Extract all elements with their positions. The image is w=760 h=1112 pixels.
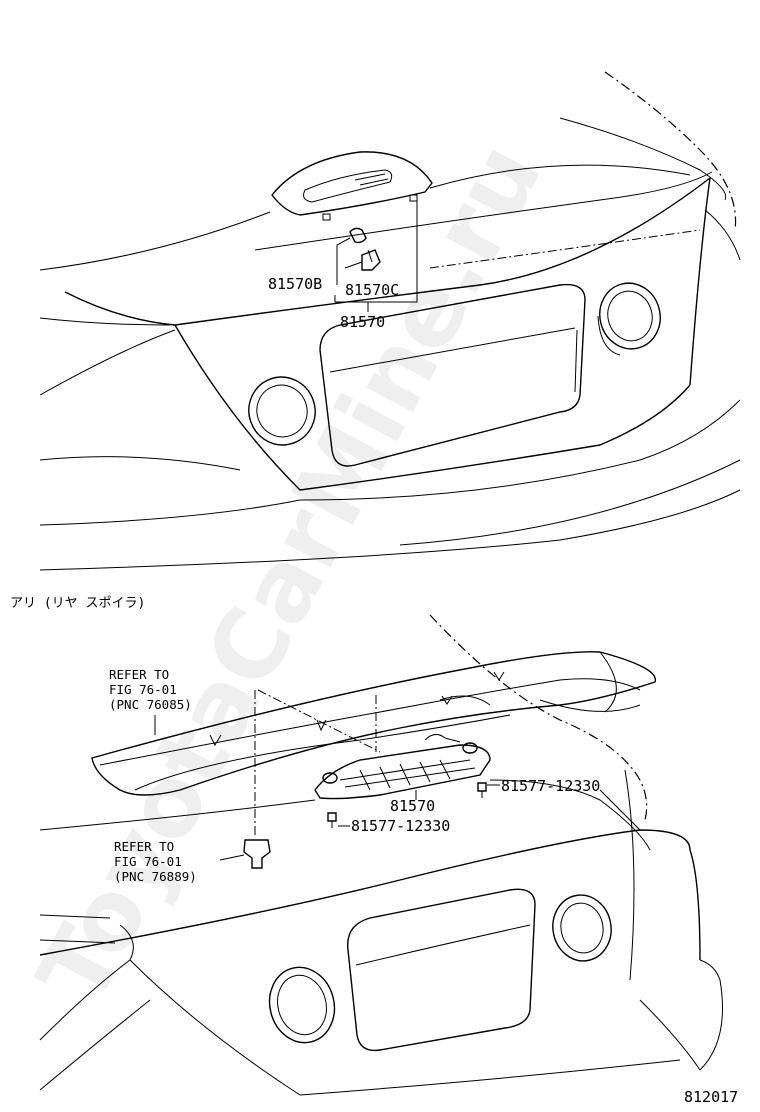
refer-note-lower: REFER TO FIG 76-01 (PNC 76889) — [114, 839, 197, 884]
refer-note-upper: REFER TO FIG 76-01 (PNC 76085) — [109, 667, 192, 712]
bottom-car-rear-view — [39, 614, 723, 1096]
watermark: ToyotaCarMine.ru — [16, 125, 563, 1020]
refer-lower-line2: FIG 76-01 — [114, 854, 182, 869]
label-screw-81577-left: 81577-12330 — [351, 817, 450, 835]
refer-upper-line3: (PNC 76085) — [109, 697, 192, 712]
label-81570b: 81570B — [268, 275, 322, 293]
refer-lower-line3: (PNC 76889) — [114, 869, 197, 884]
label-81570c: 81570C — [345, 281, 399, 299]
refer-upper-line2: FIG 76-01 — [109, 682, 177, 697]
label-screw-81577-right: 81577-12330 — [501, 777, 600, 795]
refer-upper-line1: REFER TO — [109, 667, 169, 682]
rear-spoiler — [91, 651, 657, 835]
refer-lower-line1: REFER TO — [114, 839, 174, 854]
high-mount-stop-lamp-bottom — [154, 715, 500, 828]
label-81570-bottom: 81570 — [390, 797, 435, 815]
high-mount-stop-lamp-top — [271, 151, 433, 312]
diagram-id: 812017 — [684, 1088, 738, 1106]
top-car-rear-view — [39, 71, 741, 571]
label-81570-top: 81570 — [340, 313, 385, 331]
section-label-with-rear-spoiler: アリ (リヤ スポイラ) — [10, 596, 145, 611]
